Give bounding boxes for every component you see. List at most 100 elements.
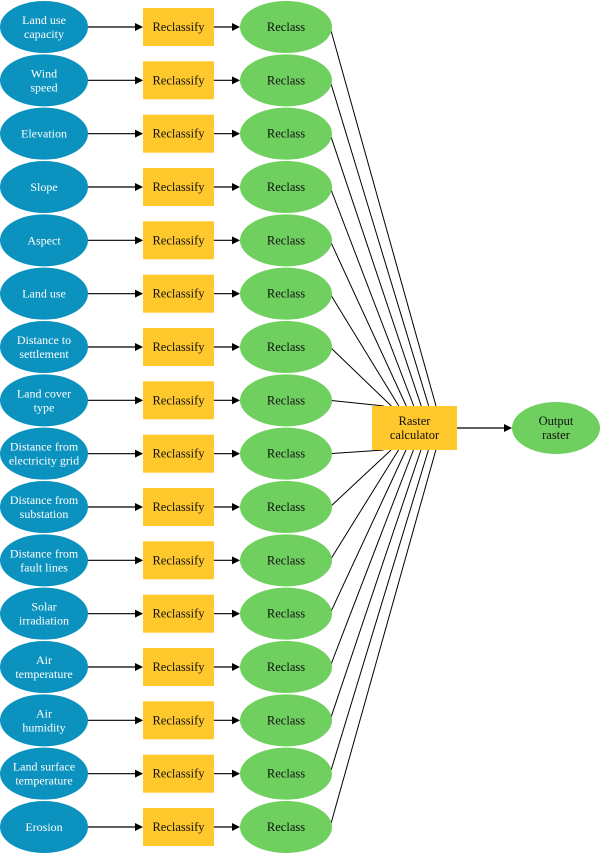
reclassify-node-label: Reclassify xyxy=(152,713,205,727)
reclassify-node-shape xyxy=(143,274,214,313)
input-node-shape xyxy=(0,694,88,747)
input-node-label-line: Land use xyxy=(22,13,66,27)
reclass-node: Reclass xyxy=(240,374,332,427)
reclassify-node-shape xyxy=(143,168,214,206)
input-node-label-line: Elevation xyxy=(21,127,67,141)
reclassify-node: Reclassify xyxy=(143,808,214,846)
input-node-label-line: Solar xyxy=(31,600,56,614)
reclass-node-label: Reclass xyxy=(267,820,305,834)
input-node-shape xyxy=(0,534,88,587)
reclass-node: Reclass xyxy=(240,641,332,693)
reclassify-node-shape xyxy=(143,8,214,46)
input-node-shape xyxy=(0,107,88,160)
reclassify-node-label: Reclassify xyxy=(152,393,205,407)
reclass-node-label: Reclass xyxy=(267,500,305,514)
input-node-label-line: capacity xyxy=(24,27,64,41)
reclass-node-label: Reclass xyxy=(267,447,305,461)
input-node-label: Elevation xyxy=(21,127,67,141)
connector-reclass-to-calculator xyxy=(329,240,407,407)
input-node-shape xyxy=(0,54,88,107)
reclass-node: Reclass xyxy=(240,481,332,533)
input-node-label-line: Air xyxy=(36,653,52,667)
reclass-node-shape xyxy=(240,587,332,640)
reclassify-node: Reclassify xyxy=(143,488,214,526)
reclassify-node: Reclassify xyxy=(143,754,214,793)
input-node-label-line: temperature xyxy=(15,774,72,788)
input-node-label-line: speed xyxy=(30,80,57,94)
input-node-label-line: Air xyxy=(36,706,52,720)
reclassify-node-shape xyxy=(143,754,214,793)
input-node-label-line: Distance to xyxy=(17,333,71,347)
reclassify-node: Reclassify xyxy=(143,328,214,366)
reclass-node: Reclass xyxy=(240,1,332,53)
input-node-label-line: Slope xyxy=(30,180,57,194)
output-raster-label-line: raster xyxy=(542,428,571,442)
reclass-node-label: Reclass xyxy=(267,180,305,194)
input-node-label: Aspect xyxy=(27,233,61,247)
connector-reclass-to-calculator xyxy=(329,399,384,407)
reclassify-node-shape xyxy=(143,594,214,633)
reclassify-node-label: Reclassify xyxy=(152,553,205,567)
input-node: Elevation xyxy=(0,107,88,160)
connector-reclass-to-calculator xyxy=(329,449,399,561)
input-node-label-line: Land use xyxy=(22,287,66,301)
reclassify-node-label: Reclassify xyxy=(152,500,205,514)
reclass-node-shape xyxy=(240,534,332,587)
reclassify-node-shape xyxy=(143,488,214,526)
reclassify-node: Reclassify xyxy=(143,274,214,313)
reclass-node-shape xyxy=(240,107,332,160)
reclassify-node: Reclassify xyxy=(143,648,214,686)
input-node-shape xyxy=(0,161,88,213)
reclassify-node-label: Reclassify xyxy=(152,233,205,247)
input-node-shape xyxy=(0,427,88,480)
input-node-label: Slope xyxy=(30,180,57,194)
reclass-node-shape xyxy=(240,321,332,373)
reclass-node: Reclass xyxy=(240,427,332,480)
connector-reclass-to-calculator xyxy=(329,80,430,407)
reclassify-node-shape xyxy=(143,701,214,740)
input-node-label-line: Wind xyxy=(31,66,57,80)
reclassify-node: Reclassify xyxy=(143,114,214,153)
input-node-label-line: Distance from xyxy=(10,546,79,560)
connector-reclass-to-calculator xyxy=(329,449,384,455)
reclassify-node: Reclassify xyxy=(143,221,214,260)
input-node-label: Erosion xyxy=(25,820,62,834)
reclassify-node-shape xyxy=(143,381,214,420)
connector-reclass-to-calculator xyxy=(329,26,437,407)
reclass-node-label: Reclass xyxy=(267,607,305,621)
reclass-node-shape xyxy=(240,374,332,427)
connector-reclass-to-calculator xyxy=(329,293,400,407)
reclass-node-shape xyxy=(240,214,332,267)
input-node-shape xyxy=(0,214,88,267)
input-node-shape xyxy=(0,374,88,427)
reclassify-node-shape xyxy=(143,221,214,260)
reclass-node-shape xyxy=(240,54,332,107)
input-node: Land use xyxy=(0,267,88,320)
input-node-label-line: Land cover xyxy=(17,386,71,400)
connector-reclass-to-calculator xyxy=(329,449,414,668)
reclassify-node-label: Reclassify xyxy=(152,607,205,621)
reclassify-node: Reclassify xyxy=(143,701,214,740)
reclassify-node-label: Reclassify xyxy=(152,20,205,34)
input-node-label-line: settlement xyxy=(19,347,69,361)
reclass-node: Reclass xyxy=(240,214,332,267)
connector-reclass-to-calculator xyxy=(329,449,422,721)
input-node-shape xyxy=(0,587,88,640)
reclassify-node: Reclassify xyxy=(143,541,214,580)
reclassify-node-label: Reclassify xyxy=(152,127,205,141)
reclass-node-label: Reclass xyxy=(267,767,305,781)
